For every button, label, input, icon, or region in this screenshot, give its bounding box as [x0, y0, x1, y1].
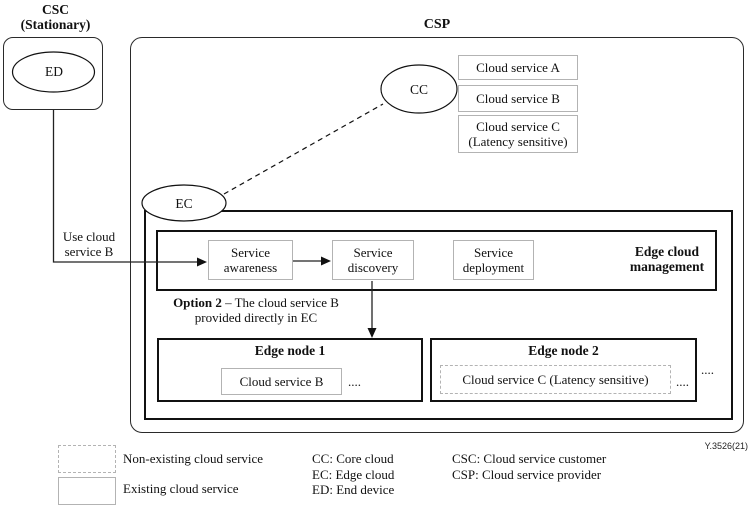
option2-line2: provided directly in EC: [194, 309, 318, 325]
legend-existing-label: Existing cloud service: [123, 481, 239, 496]
option2-line1: – The cloud service B: [221, 295, 339, 310]
legend-abbreviations-col1: CC: Core cloud EC: Edge cloud ED: End de…: [312, 451, 395, 497]
service-deployment-box: Service deployment: [453, 240, 534, 280]
csc-title-line2: (Stationary): [20, 17, 91, 32]
edge-node-2-box: Edge node 2 Cloud service C (Latency sen…: [430, 338, 697, 402]
csc-title-line1: CSC: [41, 2, 69, 17]
service-discovery-box: Service discovery: [332, 240, 414, 280]
edge-node-1-cloud-service-b-box: Cloud service B: [221, 368, 342, 395]
option2-annotation: Option 2 – The cloud service B provided …: [158, 295, 354, 325]
cloud-service-b-box: Cloud service B: [458, 85, 578, 112]
csp-title: CSP: [423, 17, 451, 32]
edge-node-2-cloud-service-c-box: Cloud service C (Latency sensitive): [440, 365, 671, 394]
edge-node-1-box: Edge node 1 Cloud service B ....: [157, 338, 423, 402]
cloud-service-a-box: Cloud service A: [458, 55, 578, 80]
legend-non-existing-swatch: [58, 445, 116, 473]
option2-prefix: Option 2: [173, 295, 222, 310]
edge-cloud-management-label: Edge cloud management: [629, 244, 705, 274]
use-cloud-service-label: Use cloud service B: [62, 229, 116, 259]
legend-non-existing-label: Non-existing cloud service: [123, 451, 264, 466]
figure-id: Y.3526(21): [704, 441, 748, 451]
legend-abbreviations-col2: CSC: Cloud service customer CSP: Cloud s…: [452, 451, 607, 482]
cloud-service-c-box: Cloud service C (Latency sensitive): [458, 115, 578, 153]
cc-label: CC: [409, 82, 428, 97]
more-edge-nodes-ellipsis: ....: [701, 362, 714, 377]
legend-existing-swatch: [58, 477, 116, 505]
edge-node-1-title: Edge node 1: [254, 343, 326, 358]
ec-label: EC: [175, 196, 193, 211]
edge-cloud-box: [144, 210, 733, 420]
edge-node-2-title: Edge node 2: [528, 343, 599, 358]
ed-label: ED: [45, 64, 63, 79]
csc-title: CSC (Stationary): [8, 2, 103, 32]
service-awareness-box: Service awareness: [208, 240, 293, 280]
csc-container-box: [3, 37, 103, 110]
edge-node-1-ellipsis: ....: [348, 374, 361, 389]
edge-node-2-ellipsis: ....: [676, 374, 689, 389]
